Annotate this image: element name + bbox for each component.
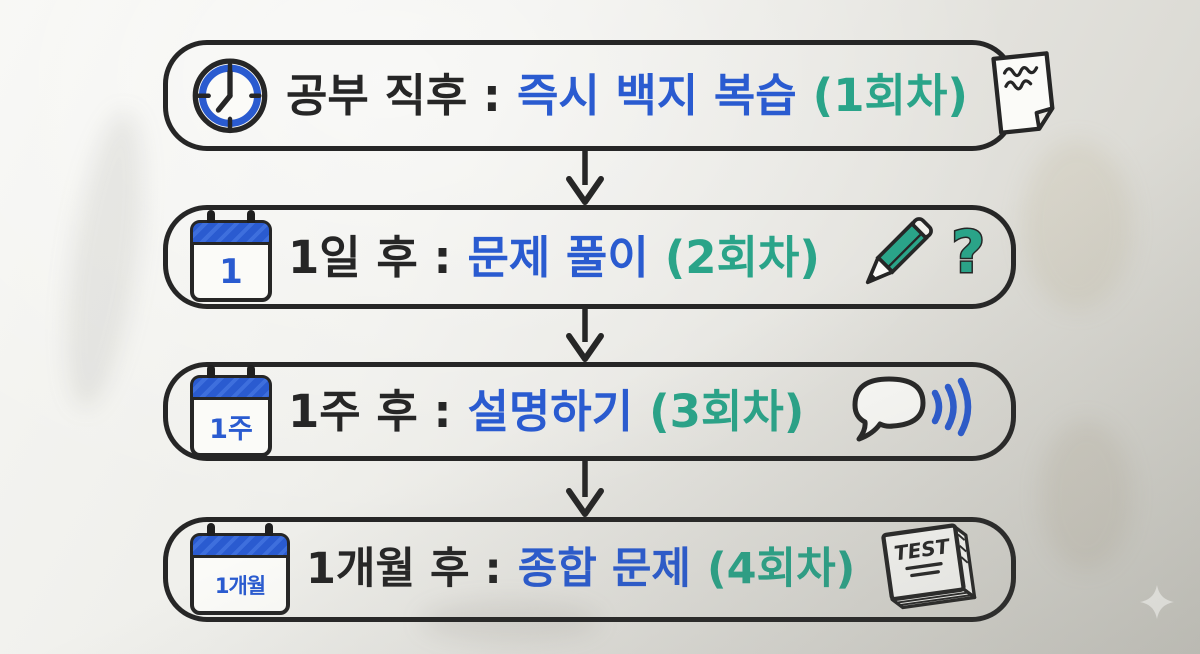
calendar-header xyxy=(193,377,269,400)
calendar-icon: 1 xyxy=(190,210,272,302)
eraser-smudge xyxy=(1022,140,1132,310)
calendar-icon: 1개월 xyxy=(190,522,290,615)
step-round-label: (3회차) xyxy=(649,385,805,438)
step-action-label: 종합 문제 xyxy=(517,544,691,594)
pencil-icon xyxy=(849,209,941,305)
step-1-box: 공부 직후 : 즉시 백지 복습 (1회차) xyxy=(163,40,1055,151)
step-action-label: 설명하기 xyxy=(467,385,634,438)
sparkle-icon xyxy=(1140,585,1174,623)
flow-arrow-down xyxy=(563,459,607,519)
note-paper-icon xyxy=(984,46,1064,146)
eraser-smudge xyxy=(1040,420,1132,570)
calendar-peg xyxy=(265,522,273,543)
step-round-label: (4회차) xyxy=(706,544,856,594)
calendar-header xyxy=(193,223,269,245)
calendar-icon: 1주 xyxy=(190,364,272,457)
flow-arrow-down xyxy=(563,307,607,364)
step-2-box: 1 1일 후 : 문제 풀이 (2회차) ? xyxy=(163,205,1016,309)
step-action-label: 즉시 백지 복습 xyxy=(516,69,797,122)
calendar-badge: 1 xyxy=(219,252,243,292)
step-time-label: 공부 직후 : xyxy=(286,69,501,122)
test-book-icon: TEST xyxy=(871,517,991,623)
step-time-label: 1개월 후 : xyxy=(306,544,502,594)
calendar-peg xyxy=(247,364,255,385)
calendar-peg xyxy=(207,364,215,385)
question-mark-icon: ? xyxy=(950,218,987,286)
calendar-header xyxy=(193,535,287,558)
calendar-peg xyxy=(207,522,215,543)
flow-arrow-down xyxy=(563,149,607,207)
step-4-box: 1개월 1개월 후 : 종합 문제 (4회차) TEST xyxy=(163,517,1016,622)
speech-bubble-icon xyxy=(837,369,985,455)
calendar-badge: 1주 xyxy=(209,414,253,445)
calendar-peg xyxy=(247,210,255,230)
step-3-box: 1주 1주 후 : 설명하기 (3회차) xyxy=(163,362,1016,461)
eraser-smudge xyxy=(51,106,159,414)
step-time-label: 1주 후 : xyxy=(288,385,452,438)
step-round-label: (1회차) xyxy=(812,69,968,122)
step-action-label: 문제 풀이 xyxy=(467,230,649,284)
calendar-badge: 1개월 xyxy=(214,573,266,598)
step-time-label: 1일 후 : xyxy=(288,230,452,284)
step-round-label: (2회차) xyxy=(664,230,820,284)
clock-icon xyxy=(190,52,270,140)
calendar-peg xyxy=(207,210,215,230)
